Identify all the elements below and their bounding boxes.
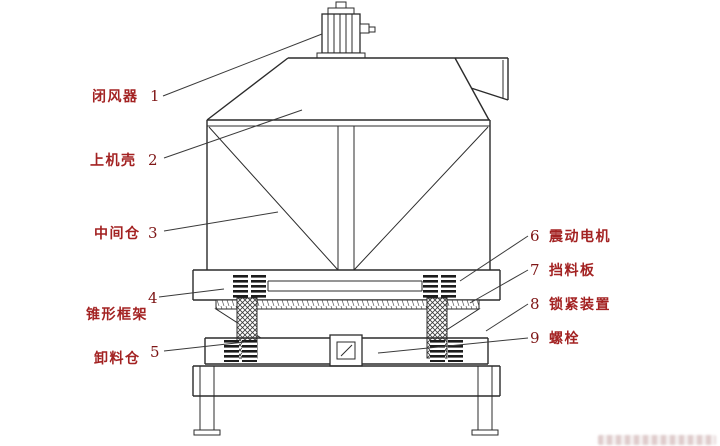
label-upper-casing: 上机壳 2	[90, 151, 158, 169]
foot-left	[193, 429, 221, 436]
label-bolt-number: 9	[530, 329, 540, 347]
leader-3	[163, 211, 279, 232]
leader-lines	[158, 33, 529, 354]
label-discharge-bin-text: 卸料仓	[94, 350, 141, 367]
label-upper-casing-number: 2	[148, 151, 158, 169]
label-locking-device-number: 8	[530, 295, 540, 313]
label-vibration-motor: 6 震动电机	[530, 227, 611, 245]
label-conical-frame-number: 4	[148, 289, 158, 307]
lower-spring-left2	[242, 340, 257, 362]
lower-spring-right	[430, 340, 445, 362]
label-upper-casing-text: 上机壳	[90, 152, 137, 169]
label-vibration-motor-number: 6	[530, 227, 540, 245]
label-middle-chamber-text: 中间仓	[94, 225, 141, 242]
vibration-motor-left	[233, 274, 248, 298]
label-middle-chamber: 中间仓 3	[94, 224, 158, 242]
vibration-motor-left2	[251, 274, 266, 298]
leader-1	[162, 33, 323, 97]
foot-right	[471, 429, 499, 436]
leader-2	[163, 109, 303, 159]
label-baffle-plate: 7 挡料板	[530, 261, 596, 279]
label-discharge-bin-number: 5	[150, 343, 160, 361]
label-air-lock-text: 闭风器	[92, 88, 139, 105]
vibration-motor-right2	[441, 274, 456, 298]
leader-6	[459, 235, 529, 282]
upper-casing	[206, 57, 509, 121]
label-vibration-motor-text: 震动电机	[548, 228, 611, 245]
label-baffle-plate-number: 7	[530, 261, 540, 279]
leader-7	[469, 269, 529, 304]
label-locking-device-text: 锁紧装置	[549, 296, 611, 313]
label-bolt: 9 螺栓	[530, 329, 580, 347]
leader-8	[485, 303, 529, 332]
leader-4	[158, 288, 225, 298]
label-conical-frame-text: 锥形框架	[86, 306, 148, 323]
machine-drawing	[192, 1, 509, 436]
label-conical-frame: 4 锥形框架	[86, 289, 158, 323]
label-locking-device: 8 锁紧装置	[530, 295, 611, 313]
air-lock-device	[316, 1, 376, 59]
vibration-deck	[192, 269, 501, 301]
label-middle-chamber-number: 3	[148, 224, 158, 242]
leader-5	[163, 341, 246, 352]
label-baffle-plate-text: 挡料板	[549, 262, 596, 279]
label-discharge-bin: 卸料仓 5	[94, 343, 160, 367]
legs	[193, 366, 499, 436]
lower-spring-right2	[448, 340, 463, 362]
label-air-lock: 闭风器 1	[92, 87, 160, 105]
base-frame	[192, 365, 501, 397]
discharge-section	[204, 334, 489, 367]
label-bolt-text: 螺栓	[549, 330, 580, 347]
vibration-motor-right	[423, 274, 438, 298]
middle-chamber	[206, 119, 491, 271]
lower-spring-left	[224, 340, 239, 362]
watermark	[598, 435, 716, 445]
label-air-lock-number: 1	[150, 87, 160, 105]
leader-9	[377, 337, 529, 354]
